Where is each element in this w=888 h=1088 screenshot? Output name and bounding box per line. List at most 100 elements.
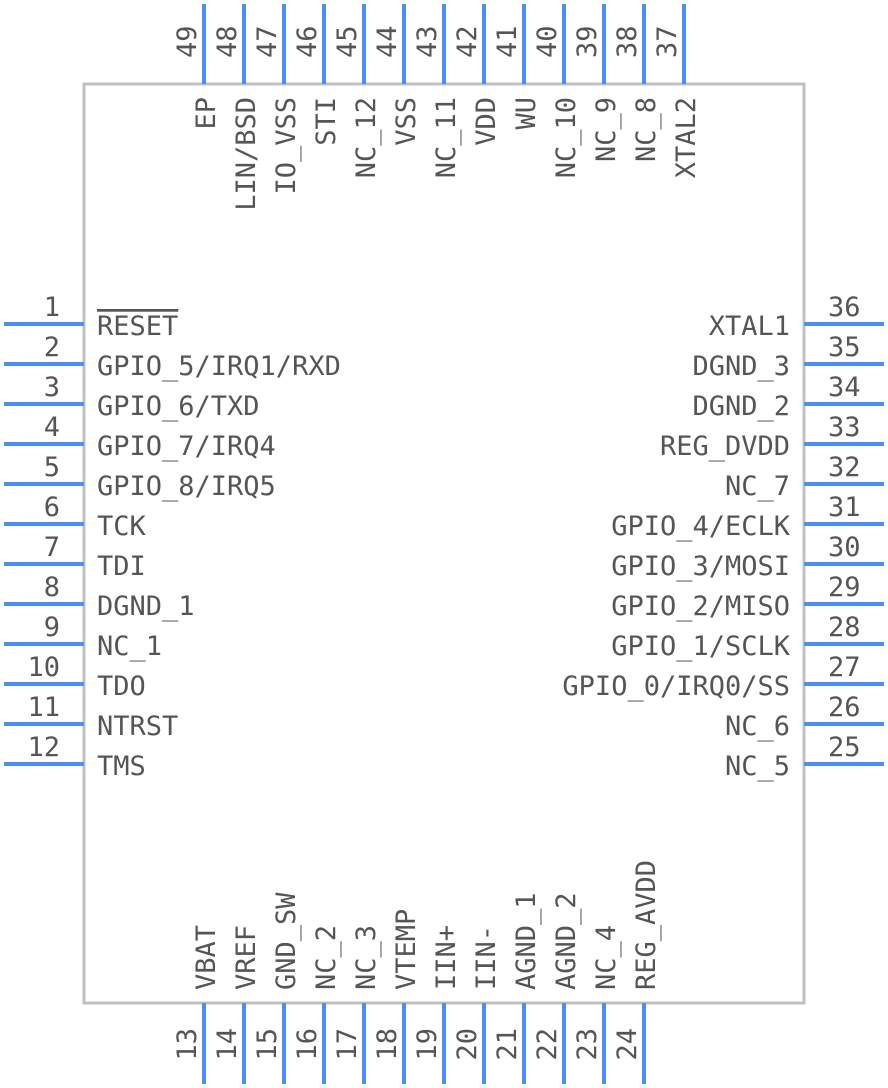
pin-18: 18 VTEMP (372, 909, 422, 1084)
pin-16: 16 NC_2 (292, 925, 342, 1084)
pin-label: VTEMP (391, 909, 422, 990)
pin-number: 14 (212, 1028, 243, 1061)
pin-label: NTRST (97, 711, 178, 742)
pin-9: 9NC_1 (4, 612, 162, 662)
pin-number: 19 (412, 1028, 443, 1061)
pin-label: EP (191, 97, 222, 130)
pin-label: TDI (97, 551, 146, 582)
pin-23: 23 NC_4 (572, 925, 622, 1084)
pin-label: NC_12 (351, 97, 382, 178)
chip-body (82, 82, 806, 1005)
pin-number: 3 (44, 372, 60, 403)
pin-number: 10 (27, 652, 60, 683)
pin-label: WU (511, 97, 542, 130)
pin-number: 2 (44, 332, 60, 363)
pin-number: 48 (212, 25, 243, 58)
pin-label: GPIO_0/IRQ0/SS (562, 671, 790, 702)
pin-number: 6 (44, 492, 60, 523)
pin-number: 11 (27, 692, 60, 723)
pin-label: VSS (391, 97, 422, 146)
pin-label: GPIO_5/IRQ1/RXD (97, 351, 341, 382)
pin-number: 15 (252, 1028, 283, 1061)
pin-number: 21 (492, 1028, 523, 1061)
pin-number: 29 (828, 572, 861, 603)
pin-label: GND_SW (271, 892, 302, 990)
pin-label: GPIO_3/MOSI (611, 551, 790, 582)
pin-label: NC_2 (311, 925, 342, 990)
pin-label: RESET (97, 311, 178, 342)
pin-label: GPIO_7/IRQ4 (97, 431, 276, 462)
pin-label: AGND_2 (551, 892, 582, 990)
pin-label: VBAT (191, 925, 222, 990)
pin-label: TMS (97, 751, 146, 782)
pin-number: 4 (44, 412, 60, 443)
pin-number: 39 (572, 25, 603, 58)
pin-label: REG_DVDD (660, 431, 790, 462)
pin-label: NC_4 (591, 925, 622, 990)
pin-number: 9 (44, 612, 60, 643)
pin-21: 21 AGND_1 (492, 892, 542, 1084)
pin-number: 27 (828, 652, 861, 683)
pin-label: GPIO_8/IRQ5 (97, 471, 276, 502)
pin-24: 24 REG_AVDD (612, 860, 662, 1084)
pin-label: LIN/BSD (231, 97, 262, 211)
pin-label: GPIO_1/SCLK (611, 631, 791, 662)
pin-number: 13 (172, 1028, 203, 1061)
pin-15: 15 GND_SW (252, 892, 302, 1084)
pin-label: DGND_2 (692, 391, 790, 422)
pin-label: TCK (97, 511, 147, 542)
pin-number: 30 (828, 532, 861, 563)
pin-label: VREF (231, 925, 262, 990)
pin-number: 47 (252, 25, 283, 58)
pin-label: IIN- (471, 925, 502, 990)
pin-label: IO_VSS (271, 97, 302, 195)
pin-number: 49 (172, 25, 203, 58)
pin-label: GPIO_6/TXD (97, 391, 260, 422)
pin-label: XTAL2 (671, 97, 702, 178)
pin-number: 35 (828, 332, 861, 363)
pin-number: 24 (612, 1028, 643, 1061)
bottom-pin-group: 13VBAT14VREF15GND_SW16NC_217NC_318VTEMP1… (172, 860, 662, 1084)
pin-14: 14 VREF (212, 925, 262, 1084)
pin-label: DGND_1 (97, 591, 195, 622)
pin-label: TDO (97, 671, 146, 702)
pin-label: GPIO_4/ECLK (611, 511, 791, 542)
pin-number: 18 (372, 1028, 403, 1061)
pin-number: 23 (572, 1028, 603, 1061)
pin-number: 42 (452, 25, 483, 58)
pin-number: 41 (492, 25, 523, 58)
pin-label: DGND_3 (692, 351, 790, 382)
pin-number: 1 (44, 292, 60, 323)
pin-number: 16 (292, 1028, 323, 1061)
pin-label: NC_5 (725, 751, 790, 782)
pin-number: 5 (44, 452, 60, 483)
pin-number: 28 (828, 612, 861, 643)
pin-label: REG_AVDD (631, 860, 662, 990)
pin-label: NC_9 (591, 97, 622, 162)
pin-label: AGND_1 (511, 892, 542, 990)
